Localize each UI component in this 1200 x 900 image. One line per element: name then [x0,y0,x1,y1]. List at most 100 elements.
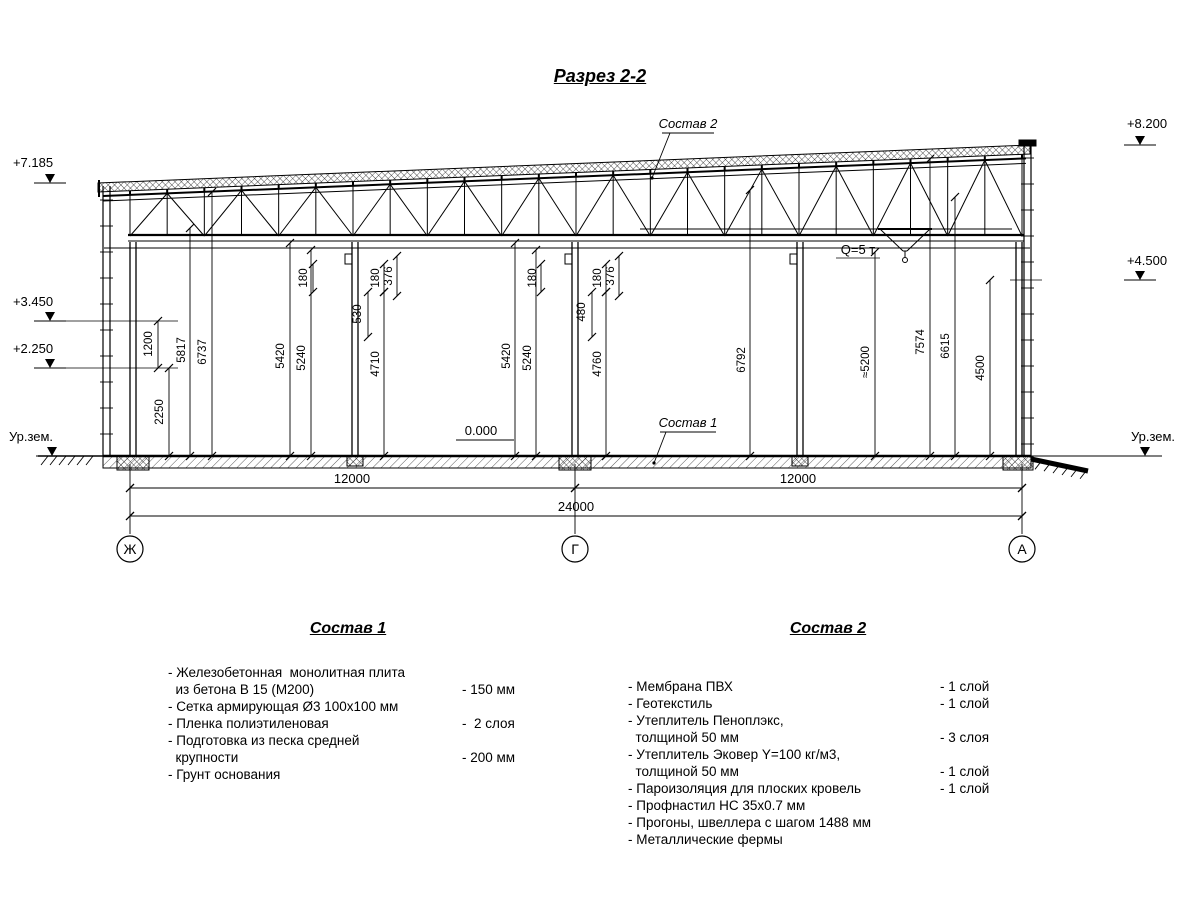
dim-label: 24000 [558,499,594,514]
section-drawing-2-2: +7.185 +3.450 +2.250 Ур.зем. +8.200 +4.5… [9,116,1175,563]
dim-label: 4760 [592,351,604,377]
material-value [940,814,1030,831]
material-row: толщиной 50 мм - 1 слой [628,763,1030,780]
columns [129,242,1023,456]
crane-hook-icon [902,257,908,263]
material-value [940,797,1030,814]
footing [791,455,809,467]
dim-label: 4710 [370,351,382,377]
column-corbel [344,253,353,265]
axis-markers [116,535,1036,563]
level-mark-icon [1123,135,1157,146]
callout-sostav2: Состав 2 [659,116,718,131]
material-row: из бетона В 15 (М200)- 150 мм [168,681,562,698]
truss-top-chord [102,157,1027,197]
material-row: толщиной 50 мм - 3 слоя [628,729,1030,746]
material-text: - Металлические фермы [628,832,783,847]
material-row: - Мембрана ПВХ - 1 слой [628,678,1030,695]
callout-sostav1: Состав 1 [659,415,718,430]
vertical-dimension-labels: 1200 2250 5817 6737 180 5420 5240 530 18… [143,266,987,424]
material-value: - 1 слой [940,764,990,779]
material-value: - 1 слой [940,781,990,796]
material-value [462,766,562,783]
truss-top-chord-inner [102,162,1027,202]
dim-label: 180 [370,268,382,287]
ground-hatch [40,455,1088,480]
material-text: - Железобетонная монолитная плита [168,665,406,680]
axis-label: А [1017,541,1027,557]
wall-panel-joints [100,157,1034,445]
elevation-label: +7.185 [13,155,53,170]
material-text: - Геотекстиль [628,696,713,711]
axis-label: Г [571,541,579,557]
material-value: - 2 слоя [462,716,515,731]
dim-label: 7574 [915,329,927,355]
material-text: - Профнастил НС 35х0.7 мм [628,798,806,813]
material-text: - Грунт основания [168,767,281,782]
material-row: - Металлические фермы [628,831,1030,848]
material-text: - Подготовка из песка средней [168,733,360,748]
material-value [462,698,562,715]
material-text: крупности [168,750,239,765]
material-value [462,732,562,749]
material-text: - Пароизоляция для плоских кровель [628,781,862,796]
material-text: - Утеплитель Пеноплэкс, [628,713,784,728]
material-row: - Прогоны, швеллера с шагом 1488 мм [628,814,1030,831]
dim-label: 5817 [176,337,188,363]
drawing-texts: +7.185 +3.450 +2.250 Ур.зем. +8.200 +4.5… [9,116,1175,557]
dim-label: 180 [527,268,539,287]
axis-labels: Ж Г А [124,541,1028,557]
purlins [129,154,1023,195]
dim-label: 5240 [296,345,308,371]
material-row: - Подготовка из песка средней [168,732,562,749]
dim-label: ≈5200 [860,346,872,378]
horizontal-dimension-lines [125,464,1027,534]
material-text: толщиной 50 мм [628,730,739,745]
crane-capacity-label: Q=5 т [841,242,876,257]
axis-bubble [561,535,589,563]
axis-bubble [1008,535,1036,563]
elevation-label: +3.450 [13,294,53,309]
material-value: - 1 слой [940,679,990,694]
footing [1002,455,1034,471]
material-text: толщиной 50 мм [628,764,739,779]
crane-hoist-symbol [836,228,932,263]
sostav1-heading: Состав 1 [309,620,387,637]
dim-label: 376 [605,266,617,285]
material-row: - Утеплитель Эковер Y=100 кг/м3, [628,746,1030,763]
material-row: - Утеплитель Пеноплэкс, [628,712,1030,729]
material-value: - 150 мм [462,682,516,697]
footing [116,455,150,471]
material-text: - Мембрана ПВХ [628,679,733,694]
material-row: - Профнастил НС 35х0.7 мм [628,797,1030,814]
ground-level-label: Ур.зем. [1131,429,1175,444]
dim-label: 6615 [940,333,952,359]
walls [102,146,1032,456]
material-text: - Утеплитель Эковер Y=100 кг/м3, [628,747,841,762]
zero-level-label: 0.000 [465,423,498,438]
dim-label: 4500 [975,355,987,381]
parapet-coping [1018,139,1037,147]
ground-level-label: Ур.зем. [9,429,53,444]
truss-web-members [129,158,1023,237]
material-row: - Сетка армирующая Ø3 100х100 мм [168,698,562,715]
sostav2-list: - Мембрана ПВХ - 1 слой - Геотекстиль - 1 … [628,678,1030,848]
material-value: - 200 мм [462,750,516,765]
material-row: - Грунт основания [168,766,562,783]
material-value [462,664,562,681]
material-row: - Пароизоляция для плоских кровель - 1 сл… [628,780,1030,797]
dim-label: 376 [383,266,395,285]
level-mark-icon [1123,270,1157,281]
material-value: - 3 слоя [940,730,990,745]
axis-label: Ж [124,541,137,557]
elevation-label: +8.200 [1127,116,1167,131]
dim-label: 12000 [780,471,816,486]
elevation-label: +2.250 [13,341,53,356]
dim-label: 2250 [154,399,166,425]
level-mark-icon [33,311,67,322]
dim-label: 5420 [275,343,287,369]
dim-label: 6792 [736,347,748,373]
elevation-label: +4.500 [1127,253,1167,268]
dim-label: 180 [298,268,310,287]
material-value [940,746,1030,763]
